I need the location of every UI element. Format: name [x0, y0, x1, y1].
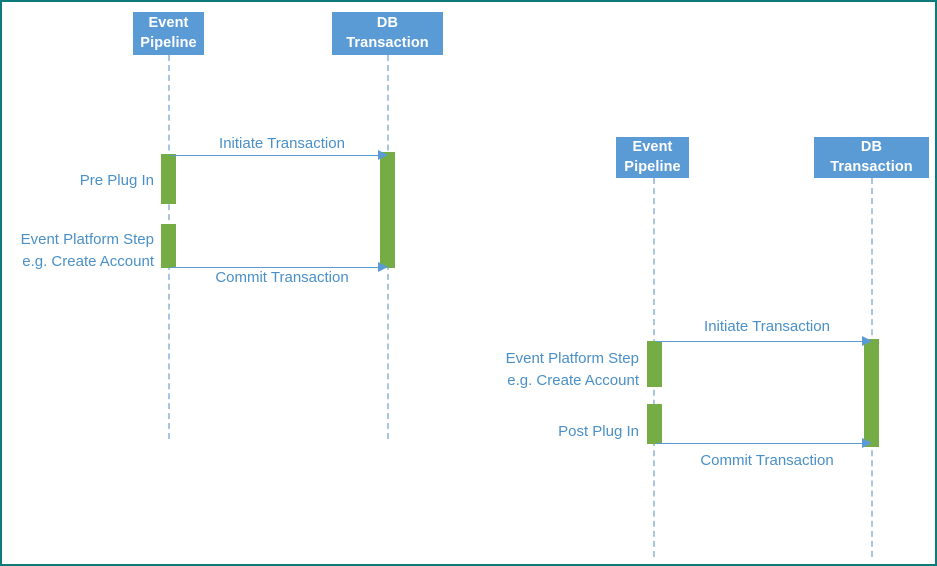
participant-db-transaction[interactable]: DB Transaction [332, 12, 443, 55]
message-line-commit-transaction [170, 267, 382, 268]
participant-label: Event Pipeline [624, 139, 681, 175]
participant-event-pipeline-2[interactable]: Event Pipeline [616, 137, 689, 178]
step-label-post-plug-in: Post Plug In [558, 423, 639, 440]
activation-bar-event-platform-step [161, 224, 176, 268]
participant-db-transaction-2[interactable]: DB Transaction [814, 137, 929, 178]
message-line-initiate-transaction [170, 155, 382, 156]
step-label-event-platform-step: Event Platform Step e.g. Create Account [20, 231, 154, 270]
message-line-commit-transaction-2 [656, 443, 866, 444]
step-label-pre-plug-in: Pre Plug In [79, 172, 154, 189]
arrowhead-icon [862, 336, 872, 346]
activation-bar-post-plug-in [647, 404, 662, 444]
participant-label: Event Pipeline [140, 15, 197, 51]
arrowhead-icon [378, 262, 388, 272]
arrowhead-icon [378, 150, 388, 160]
message-line-initiate-transaction-2 [656, 341, 866, 342]
step-label-event-platform-step-2: Event Platform Step e.g. Create Account [505, 350, 639, 389]
message-label-initiate-transaction: Initiate Transaction [219, 135, 345, 152]
participant-event-pipeline[interactable]: Event Pipeline [133, 12, 204, 55]
participant-label: DB Transaction [830, 139, 913, 175]
activation-bar-event-platform-step-2 [647, 341, 662, 387]
activation-bar-db-transaction [380, 152, 395, 268]
activation-bar-db-transaction-2 [864, 339, 879, 447]
message-label-commit-transaction: Commit Transaction [215, 269, 349, 286]
message-label-commit-transaction-2: Commit Transaction [700, 452, 834, 469]
arrowhead-icon [862, 438, 872, 448]
activation-bar-pre-plug-in [161, 154, 176, 204]
participant-label: DB Transaction [346, 15, 429, 51]
message-label-initiate-transaction-2: Initiate Transaction [704, 318, 830, 335]
